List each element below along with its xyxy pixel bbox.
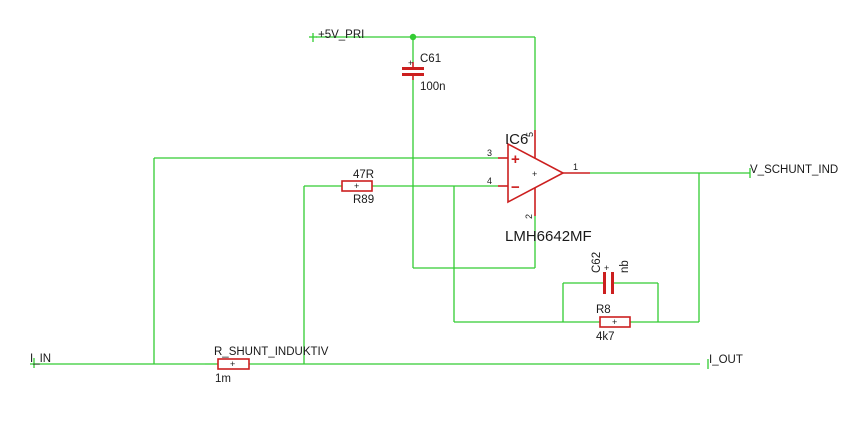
net-output: I_OUT <box>707 354 743 369</box>
c62-name: C62 <box>591 252 603 273</box>
resistor-r89[interactable]: + 47R R89 <box>341 169 374 206</box>
wires <box>72 36 750 365</box>
opamp-name: IC6 <box>505 131 528 148</box>
net-input: I_IN <box>30 353 72 368</box>
r89-value: 47R <box>353 169 374 181</box>
net-label-supply: +5V_PRI <box>318 29 364 41</box>
r8-name: R8 <box>596 304 611 316</box>
c62-value: nb <box>619 260 631 273</box>
net-sense-out: V_SCHUNT_IND <box>749 164 838 178</box>
c61-value: 100n <box>420 81 446 93</box>
net-label-output: I_OUT <box>709 354 743 366</box>
opamp-value: LMH6642MF <box>505 228 592 245</box>
pin-5-label: 5 <box>525 132 535 137</box>
resistor-shunt[interactable]: + R_SHUNT_INDUKTIV 1m <box>214 346 329 385</box>
opamp-noninv-sign: + <box>511 151 520 168</box>
net-supply: +5V_PRI <box>309 29 364 42</box>
opamp-inv-sign: − <box>511 179 520 196</box>
svg-text:+: + <box>604 263 609 273</box>
net-label-sense-out: V_SCHUNT_IND <box>750 164 838 176</box>
net-label-input: I_IN <box>30 353 51 365</box>
capacitor-c62[interactable]: + C62 nb <box>591 252 631 294</box>
pin-1-label: 1 <box>573 162 578 172</box>
rshunt-value: 1m <box>215 373 231 385</box>
junction-dot <box>409 33 417 41</box>
svg-text:+: + <box>354 181 359 191</box>
pin-4-label: 4 <box>487 176 492 186</box>
c61-name: C61 <box>420 53 441 65</box>
rshunt-name: R_SHUNT_INDUKTIV <box>214 346 329 358</box>
opamp-ic6[interactable]: + − + 3 4 1 5 2 IC6 LMH6642MF <box>487 130 592 245</box>
opamp-center-sign: + <box>532 169 537 179</box>
resistor-r8[interactable]: + R8 4k7 <box>596 304 631 343</box>
svg-text:+: + <box>408 58 413 68</box>
capacitor-c61[interactable]: + C61 100n <box>402 53 446 93</box>
svg-text:+: + <box>612 317 617 327</box>
pin-2-label: 2 <box>524 214 534 219</box>
svg-text:+: + <box>230 359 235 369</box>
pin-3-label: 3 <box>487 148 492 158</box>
r8-value: 4k7 <box>596 331 615 343</box>
r89-name: R89 <box>353 194 374 206</box>
